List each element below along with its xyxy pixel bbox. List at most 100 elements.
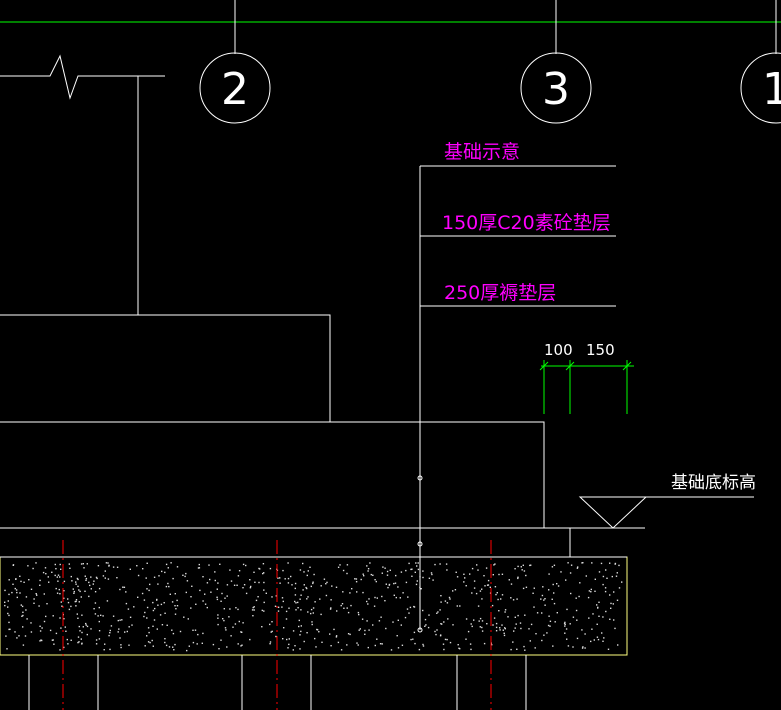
hatch-speck (285, 618, 288, 620)
hatch-speck (230, 635, 232, 637)
hatch-speck (75, 581, 77, 583)
hatch-speck (528, 628, 530, 630)
hatch-speck (501, 624, 503, 626)
hatch-speck (212, 643, 215, 646)
hatch-speck (208, 564, 210, 566)
hatch-speck (596, 623, 598, 625)
hatch-speck (362, 573, 364, 575)
hatch-speck (564, 621, 566, 624)
hatch-speck (314, 637, 316, 640)
hatch-speck (245, 592, 248, 595)
hatch-speck (585, 575, 587, 577)
hatch-speck (588, 617, 590, 619)
hatch-speck (413, 606, 416, 608)
hatch-speck (79, 630, 81, 632)
hatch-speck (553, 564, 556, 566)
hatch-speck (532, 592, 534, 594)
hatch-speck (69, 567, 71, 569)
hatch-speck (587, 596, 590, 599)
hatch-speck (604, 590, 607, 593)
hatch-speck (174, 593, 176, 595)
grid-axis-partial[interactable]: 1/ (740, 0, 781, 124)
hatch-speck (119, 637, 121, 639)
hatch-speck (251, 609, 254, 611)
hatch-speck (615, 575, 618, 577)
grid-axis-2[interactable]: 2 (199, 0, 271, 124)
hatch-speck (384, 600, 386, 602)
hatch-speck (105, 562, 108, 564)
hatch-speck (269, 567, 272, 570)
hatch-speck (146, 562, 148, 564)
break-line (0, 54, 165, 100)
hatch-speck (182, 574, 184, 576)
hatch-speck (7, 612, 9, 615)
hatch-speck (569, 572, 572, 574)
hatch-speck (59, 593, 61, 595)
hatch-speck (126, 630, 128, 633)
grid-axis-3[interactable]: 3 (520, 0, 592, 124)
hatch-speck (552, 583, 554, 586)
hatch-speck (525, 574, 527, 577)
hatch-speck (75, 599, 78, 601)
hatch-speck (33, 602, 35, 604)
hatch-speck (110, 625, 113, 627)
hatch-speck (78, 601, 80, 603)
hatch-speck (477, 605, 480, 607)
hatch-speck (287, 562, 289, 564)
hatch-speck (375, 580, 377, 583)
hatch-speck (441, 623, 443, 625)
hatch-speck (303, 571, 305, 573)
hatch-speck (584, 633, 586, 635)
hatch-speck (370, 573, 372, 576)
hatch-speck (419, 575, 421, 578)
hatch-speck (416, 565, 418, 567)
hatch-speck (90, 628, 92, 630)
dimension-chain[interactable]: 100 150 (539, 341, 634, 414)
hatch-speck (192, 641, 195, 644)
hatch-speck (271, 596, 273, 598)
hatch-speck (404, 616, 407, 619)
hatch-speck (119, 588, 121, 591)
hatch-speck (541, 612, 543, 614)
hatch-speck (548, 615, 550, 617)
hatch-speck (164, 641, 166, 644)
hatch-speck (98, 620, 100, 623)
hatch-speck (609, 594, 611, 596)
hatch-speck (14, 631, 16, 633)
layer-callout[interactable]: 基础示意 150厚C20素砼垫层 250厚褥垫层 (417, 141, 616, 633)
hatch-speck (48, 581, 50, 583)
hatch-speck (219, 563, 221, 565)
hatch-speck (407, 596, 409, 598)
hatch-speck (486, 623, 488, 625)
hatch-speck (253, 571, 255, 573)
hatch-speck (499, 627, 501, 629)
hatch-speck (449, 598, 451, 600)
hatch-speck (168, 585, 170, 588)
hatch-speck (380, 616, 382, 618)
hatch-speck (157, 604, 159, 606)
hatch-speck (64, 626, 66, 628)
hatch-speck (137, 574, 140, 577)
hatch-speck (179, 630, 182, 633)
hatch-speck (22, 626, 24, 628)
elevation-mark[interactable]: 基础底标高 (578, 473, 756, 529)
hatch-speck (565, 628, 568, 630)
hatch-speck (495, 593, 497, 596)
hatch-speck (609, 618, 611, 620)
hatch-speck (184, 575, 186, 578)
hatch-speck (547, 624, 550, 627)
hatch-speck (463, 581, 465, 583)
hatch-speck (95, 643, 98, 645)
hatch-speck (570, 564, 573, 566)
hatch-speck (172, 632, 175, 635)
hatch-speck (224, 627, 227, 629)
hatch-speck (257, 596, 259, 598)
hatch-speck (7, 606, 9, 608)
hatch-speck (233, 584, 236, 586)
hatch-speck (410, 568, 412, 571)
hatch-speck (22, 611, 24, 613)
hatch-speck (565, 579, 567, 581)
hatch-speck (336, 610, 338, 612)
hatch-speck (259, 568, 261, 570)
